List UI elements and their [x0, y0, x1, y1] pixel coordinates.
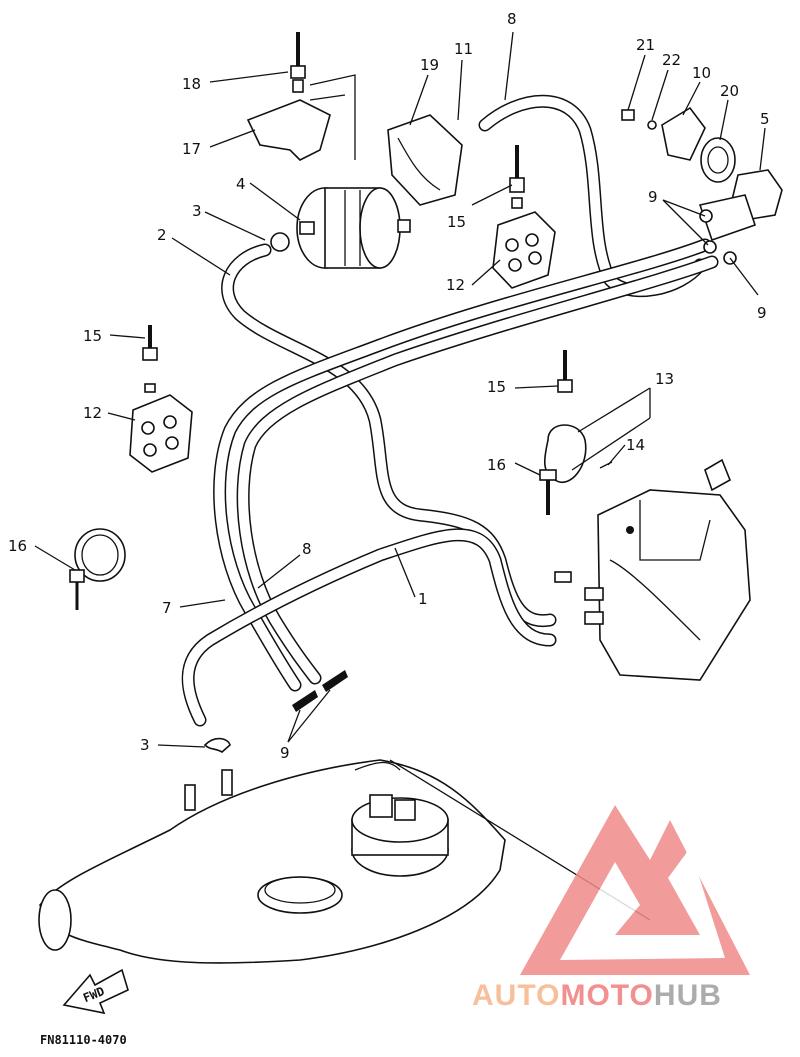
bolt-18 — [290, 32, 306, 93]
callout-labels: 18 17 19 11 8 21 22 10 20 5 4 3 2 15 12 … — [8, 10, 770, 762]
callout-3-lower: 3 — [140, 736, 150, 754]
callout-2: 2 — [157, 226, 167, 244]
callout-1: 1 — [418, 590, 428, 608]
callout-16-left: 16 — [8, 537, 27, 555]
hose-assembly — [181, 94, 719, 727]
callout-15-right: 15 — [487, 378, 506, 396]
callout-3-upper: 3 — [192, 202, 202, 220]
forward-arrow: FWD — [62, 968, 129, 1015]
callout-12-upper: 12 — [446, 276, 465, 294]
callout-8-upper: 8 — [507, 10, 517, 28]
figure-code: FN81110-4070 — [40, 1033, 127, 1047]
callout-9-right: 9 — [757, 304, 767, 322]
callout-16-right: 16 — [487, 456, 506, 474]
watermark-hub: HUB — [654, 979, 722, 1012]
callout-15-upper: 15 — [447, 213, 466, 231]
callout-19: 19 — [420, 56, 439, 74]
callout-12-left: 12 — [83, 404, 102, 422]
hose-holder-upper — [492, 211, 556, 289]
callout-9-upper: 9 — [648, 188, 658, 206]
bolt-15-right — [557, 350, 573, 393]
callout-4: 4 — [236, 175, 246, 193]
callout-14: 14 — [626, 436, 645, 454]
grommet-pair — [292, 670, 348, 712]
callout-13: 13 — [655, 370, 674, 388]
filter-bracket — [387, 114, 463, 206]
svg-text:AUTOMOTOHUB: AUTOMOTOHUB — [472, 979, 722, 1012]
bolt-15-left — [142, 325, 158, 393]
callout-20: 20 — [720, 82, 739, 100]
callout-15-left: 15 — [83, 327, 102, 345]
callout-9-lower: 9 — [280, 744, 290, 762]
fuel-cock-assembly — [621, 106, 783, 265]
callout-22: 22 — [662, 51, 681, 69]
callout-18: 18 — [182, 75, 201, 93]
leader-lines — [34, 31, 766, 748]
fuel-filter — [270, 187, 411, 269]
hose-holder-left — [129, 394, 193, 473]
callout-5: 5 — [760, 110, 770, 128]
callout-7: 7 — [162, 599, 172, 617]
mounting-plate — [246, 74, 356, 161]
automotohub-watermark: AUTOMOTOHUB — [472, 805, 750, 1012]
watermark-auto: AUTO — [472, 979, 560, 1012]
callout-11: 11 — [454, 40, 473, 58]
callout-17: 17 — [182, 140, 201, 158]
fuel-tank — [38, 759, 506, 964]
watermark-moto: MOTO — [560, 979, 653, 1012]
clamp-13 — [539, 424, 613, 515]
clamp-16-left — [69, 528, 126, 610]
carburetor — [554, 458, 751, 681]
callout-8-lower: 8 — [302, 540, 312, 558]
bolt-15-upper — [509, 145, 525, 209]
clip-3-lower — [203, 737, 231, 753]
callout-21: 21 — [636, 36, 655, 54]
callout-10: 10 — [692, 64, 711, 82]
